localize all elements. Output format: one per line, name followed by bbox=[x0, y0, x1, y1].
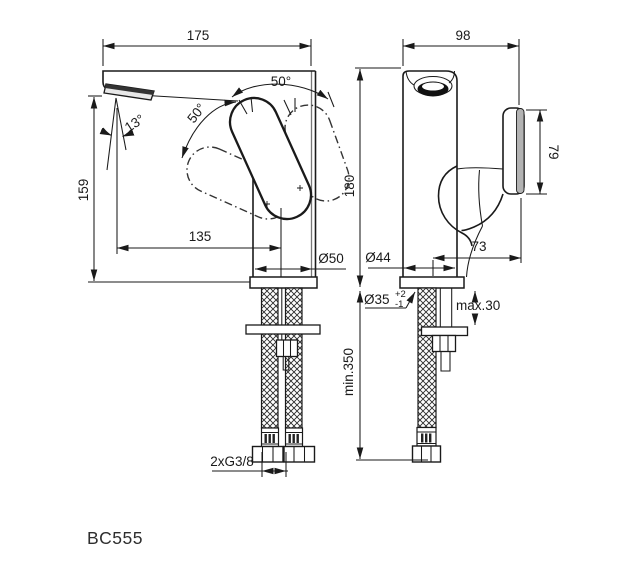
front-hose-fittings bbox=[251, 427, 316, 463]
dim-front-width: 175 bbox=[102, 28, 312, 66]
side-mounting-washer bbox=[420, 326, 469, 337]
side-cartridge-bulge bbox=[437, 165, 473, 247]
dim-label-hole-tol-minus: -1 bbox=[395, 299, 403, 310]
dim-label-handle-height: 79 bbox=[546, 144, 561, 159]
front-mounting-washer bbox=[245, 324, 321, 335]
dim-side-height: 180 bbox=[342, 67, 401, 287]
model-number: BC555 bbox=[87, 528, 143, 548]
dim-swivel-left: 50° bbox=[181, 99, 237, 159]
front-hose-right bbox=[284, 287, 303, 429]
dim-front-height: 159 bbox=[76, 95, 250, 283]
side-hose-fitting bbox=[411, 426, 442, 463]
dim-label-spout-angle: 13° bbox=[122, 111, 147, 135]
dim-label-body-diameter: Ø44 bbox=[365, 250, 391, 265]
front-aerator-band bbox=[105, 84, 154, 95]
dim-label-max-deck-thickness: max.30 bbox=[456, 298, 500, 313]
side-body-back-curve bbox=[465, 225, 483, 278]
front-view bbox=[102, 70, 350, 463]
dim-swivel-right: 50° bbox=[231, 74, 335, 108]
dim-spout-reach: 135 bbox=[116, 108, 282, 277]
side-base-plate bbox=[399, 276, 465, 289]
dim-hole-diameter: Ø35 +2 -1 bbox=[364, 289, 416, 310]
front-mounting-nut bbox=[275, 339, 299, 358]
dim-base-diameter: Ø50 bbox=[255, 251, 346, 273]
side-stud-tail bbox=[440, 351, 451, 372]
side-hose bbox=[417, 287, 437, 429]
front-base-plate bbox=[249, 276, 318, 289]
dim-label-hole-diameter: Ø35 bbox=[364, 292, 390, 307]
side-neck-top bbox=[456, 167, 504, 170]
side-neck-seam bbox=[478, 169, 484, 227]
dim-label-front-height: 159 bbox=[76, 179, 91, 202]
dim-label-side-height: 180 bbox=[342, 175, 357, 198]
front-stud-tail bbox=[282, 356, 290, 371]
side-dimensions: 98 180 min.350 79 73 Ø44 bbox=[341, 28, 561, 461]
dim-min-hose-length: min.350 bbox=[341, 291, 428, 461]
front-hose-left bbox=[260, 287, 279, 429]
side-handle-edge bbox=[516, 108, 525, 194]
dim-label-min-hose-length: min.350 bbox=[341, 348, 356, 396]
dim-label-swivel-right: 50° bbox=[271, 74, 291, 89]
dim-hose-connection: 2xG3/8 bbox=[210, 452, 288, 477]
dim-label-hole-tol-plus: +2 bbox=[395, 289, 406, 300]
front-handle-pivot bbox=[238, 96, 303, 207]
dim-label-handle-reach: 73 bbox=[471, 239, 486, 254]
side-view bbox=[399, 70, 525, 463]
side-aerator-highlight bbox=[422, 82, 444, 91]
side-body bbox=[402, 70, 458, 277]
dim-handle-height: 79 bbox=[526, 109, 561, 195]
side-mounting-nut bbox=[431, 334, 457, 353]
dim-label-swivel-left: 50° bbox=[184, 101, 208, 126]
dim-body-diameter: Ø44 bbox=[365, 250, 455, 272]
front-handle bbox=[228, 96, 313, 221]
dim-label-side-depth: 98 bbox=[455, 28, 470, 43]
dim-spout-angle: 13° bbox=[99, 97, 147, 171]
dim-label-base-diameter: Ø50 bbox=[318, 251, 344, 266]
side-neck-bottom bbox=[461, 193, 504, 232]
dim-max-deck-thickness: max.30 bbox=[456, 291, 500, 325]
dim-label-front-width: 175 bbox=[187, 28, 210, 43]
dim-label-spout-reach: 135 bbox=[189, 229, 212, 244]
dim-handle-reach: 73 bbox=[432, 198, 522, 276]
front-spout-top bbox=[102, 70, 316, 82]
dim-side-depth: 98 bbox=[402, 28, 520, 105]
dim-label-hose-connection: 2xG3/8 bbox=[210, 454, 254, 469]
